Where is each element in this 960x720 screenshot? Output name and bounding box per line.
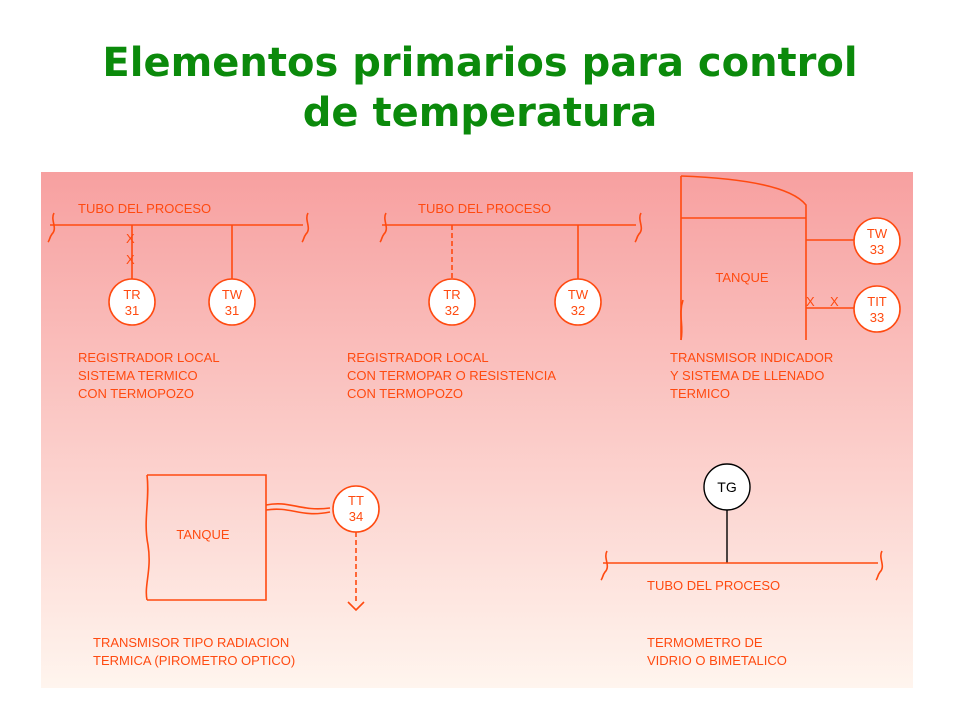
tank-label: TANQUE: [176, 527, 230, 542]
caption-line: SISTEMA TERMICO: [78, 368, 198, 383]
instrument-bubble-tw32: [554, 278, 602, 326]
instrument-bubble-tw33: [853, 217, 901, 265]
caption-line: Y SISTEMA DE LLENADO: [670, 368, 824, 383]
pipe-break-left: [379, 212, 388, 243]
pipe-break-right: [301, 212, 310, 243]
bubble-number: 33: [870, 310, 884, 325]
x-mark: X: [830, 294, 839, 309]
caption-line: REGISTRADOR LOCAL: [347, 350, 489, 365]
caption-line: TERMOMETRO DE: [647, 635, 763, 650]
title-line-1: Elementos primarios para control: [102, 40, 858, 86]
bubble-tag: TG: [717, 479, 736, 495]
instrument-bubble-tit33: [853, 285, 901, 333]
radiation-signal: [265, 503, 331, 515]
bubble-number: 33: [870, 242, 884, 257]
tank-wall-right: [680, 175, 807, 340]
bubble-tag: TIT: [867, 294, 887, 309]
instrument-bubble-tr31: [108, 278, 156, 326]
pipe-break-right: [634, 212, 643, 243]
caption-line: CON TERMOPOZO: [78, 386, 194, 401]
pipe-break-left: [47, 212, 56, 243]
bubble-number: 31: [125, 303, 139, 318]
tank-break: [145, 474, 150, 601]
bubble-number: 31: [225, 303, 239, 318]
bubble-tag: TT: [348, 493, 364, 508]
bubble-tag: TW: [867, 226, 888, 241]
caption-line: TRANSMISOR TIPO RADIACION: [93, 635, 289, 650]
bubble-number: 34: [349, 509, 363, 524]
tank-outline: [147, 474, 267, 601]
signal-end: [347, 601, 365, 612]
page-title: Elementos primarios para control de temp…: [0, 38, 960, 138]
x-mark: X: [126, 231, 135, 246]
caption-line: TERMICO: [670, 386, 730, 401]
bubble-tag: TW: [568, 287, 589, 302]
instrument-diagram: TUBO DEL PROCESO X X TR 31 TW 31 REGISTR…: [41, 172, 913, 688]
caption-line: TERMICA (PIROMETRO OPTICO): [93, 653, 295, 668]
panel-3-transmisor-indicador: [680, 175, 901, 341]
bubble-tag: TR: [123, 287, 140, 302]
pipe-break-right: [875, 550, 884, 581]
pipe-break-left: [600, 550, 609, 581]
caption-line: TRANSMISOR INDICADOR: [670, 350, 833, 365]
pipe-label: TUBO DEL PROCESO: [418, 201, 551, 216]
caption-line: REGISTRADOR LOCAL: [78, 350, 220, 365]
caption-line: CON TERMOPOZO: [347, 386, 463, 401]
diagram-background: [41, 172, 913, 688]
bubble-number: 32: [571, 303, 585, 318]
bubble-number: 32: [445, 303, 459, 318]
bubble-tag: TW: [222, 287, 243, 302]
instrument-bubble-tr32: [428, 278, 476, 326]
tank-break: [680, 299, 684, 341]
panel-2-registrador-termopar: [379, 212, 643, 326]
x-mark: X: [806, 294, 815, 309]
panel-5-termometro: [600, 463, 884, 581]
title-line-2: de temperatura: [302, 90, 658, 136]
pipe-label: TUBO DEL PROCESO: [78, 201, 211, 216]
pipe-label: TUBO DEL PROCESO: [647, 578, 780, 593]
x-mark: X: [126, 252, 135, 267]
caption-line: VIDRIO O BIMETALICO: [647, 653, 787, 668]
tank-label: TANQUE: [715, 270, 769, 285]
caption-line: CON TERMOPAR O RESISTENCIA: [347, 368, 556, 383]
bubble-tag: TR: [443, 287, 460, 302]
instrument-bubble-tw31: [208, 278, 256, 326]
panel-4-pirometro-optico: [145, 474, 380, 612]
panel-1-registrador-termico: [47, 212, 310, 326]
